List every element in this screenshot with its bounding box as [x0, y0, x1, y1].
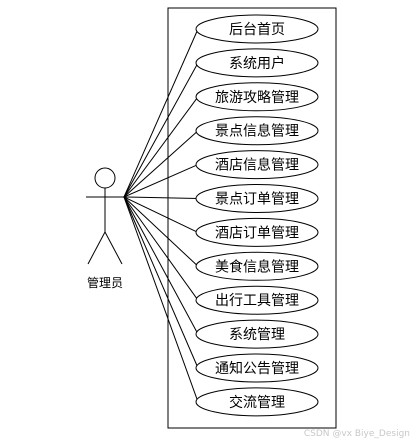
- use-case: 景点订单管理: [195, 184, 319, 213]
- use-case-ellipse: [195, 319, 319, 349]
- use-case-label: 景点订单管理: [215, 192, 299, 208]
- association-line: [123, 196, 199, 403]
- association-line: [123, 196, 199, 267]
- association-line: [123, 62, 199, 198]
- use-case: 系统管理: [195, 319, 319, 349]
- use-case-label: 后台首页: [229, 22, 285, 38]
- use-case-ellipse: [195, 82, 319, 112]
- use-case: 美食信息管理: [195, 251, 319, 281]
- use-case-label: 酒店信息管理: [215, 157, 299, 174]
- use-case-list: 后台首页系统用户旅游攻略管理景点信息管理酒店信息管理景点订单管理酒店订单管理美食…: [195, 14, 319, 417]
- use-case: 景点信息管理: [195, 116, 319, 146]
- use-case-ellipse: [195, 184, 319, 213]
- use-case-label: 系统用户: [229, 55, 285, 72]
- use-case-label: 酒店订单管理: [215, 225, 299, 241]
- use-case-label: 系统管理: [229, 327, 285, 343]
- actor-left-leg: [87, 231, 106, 265]
- association-line: [123, 196, 199, 335]
- use-case: 旅游攻略管理: [195, 82, 319, 112]
- actor-head: [94, 167, 116, 189]
- association-line: [123, 164, 199, 198]
- use-case-ellipse: [195, 353, 319, 383]
- use-case: 酒店订单管理: [195, 217, 319, 247]
- use-case-label: 美食信息管理: [215, 258, 299, 275]
- use-case-ellipse: [195, 116, 319, 146]
- use-case-label: 景点信息管理: [215, 123, 299, 140]
- actor-label: 管理员: [87, 275, 123, 290]
- association-line: [123, 196, 199, 199]
- actor-figure: [86, 167, 124, 265]
- association-line: [123, 28, 199, 198]
- association-line: [123, 196, 199, 233]
- use-case-label: 出行工具管理: [215, 293, 299, 309]
- use-case-ellipse: [195, 285, 319, 315]
- association-lines: [123, 28, 199, 403]
- use-case-label: 旅游攻略管理: [215, 90, 299, 106]
- watermark: CSDN @vx Biye_Design: [304, 429, 410, 439]
- use-case-ellipse: [195, 217, 319, 247]
- use-case: 酒店信息管理: [195, 150, 319, 180]
- use-case: 通知公告管理: [195, 353, 319, 383]
- actor-right-leg: [104, 231, 123, 265]
- use-case-ellipse: [195, 387, 319, 417]
- use-case: 出行工具管理: [195, 285, 319, 315]
- use-case-ellipse: [195, 14, 319, 44]
- association-line: [123, 130, 199, 198]
- association-line: [123, 196, 199, 301]
- use-case-ellipse: [195, 48, 319, 78]
- use-case: 后台首页: [195, 14, 319, 44]
- use-case-label: 交流管理: [229, 394, 285, 411]
- use-case-label: 通知公告管理: [215, 360, 299, 377]
- use-case-ellipse: [195, 251, 319, 281]
- use-case: 交流管理: [195, 387, 319, 417]
- use-case: 系统用户: [195, 48, 319, 78]
- association-line: [123, 96, 199, 198]
- use-case-ellipse: [195, 150, 319, 180]
- association-line: [123, 196, 199, 369]
